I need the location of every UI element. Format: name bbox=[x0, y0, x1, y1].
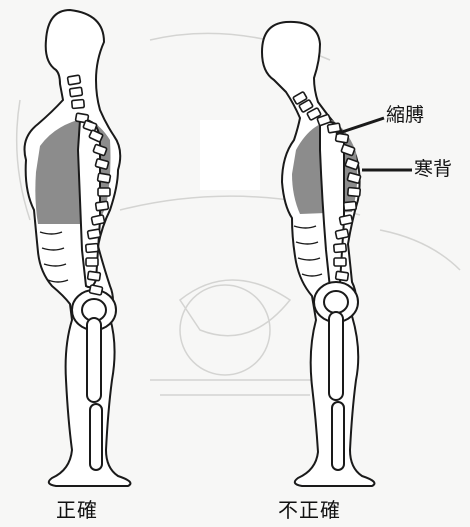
correct-vertebra bbox=[98, 188, 110, 196]
incorrect-leg-bones bbox=[329, 312, 344, 470]
caption-incorrect: 不正確 bbox=[278, 500, 341, 520]
correct-vertebra bbox=[86, 258, 98, 266]
correct-vertebra bbox=[88, 271, 101, 281]
correct-vertebra bbox=[67, 75, 80, 85]
incorrect-vertebra bbox=[339, 215, 352, 225]
incorrect-vertebra bbox=[335, 229, 348, 239]
incorrect-vertebra bbox=[348, 187, 361, 196]
correct-vertebra bbox=[87, 229, 100, 239]
incorrect-vertebra bbox=[334, 258, 346, 266]
correct-vertebra bbox=[70, 87, 83, 97]
incorrect-vertebra bbox=[344, 201, 357, 210]
incorrect-vertebra bbox=[336, 271, 349, 281]
correct-vertebra bbox=[96, 201, 109, 211]
incorrect-body-outline bbox=[262, 22, 374, 486]
incorrect-vertebra bbox=[334, 243, 347, 252]
correct-vertebra bbox=[86, 243, 99, 252]
callout-hunched-shoulders: 縮膊 bbox=[386, 106, 424, 125]
correct-leg-bones bbox=[87, 318, 102, 470]
correct-vertebra bbox=[97, 173, 110, 183]
figure-correct bbox=[25, 10, 131, 486]
callout-hunched-back: 寒背 bbox=[414, 160, 452, 179]
correct-vertebra bbox=[89, 285, 102, 295]
figure-incorrect bbox=[262, 22, 412, 486]
incorrect-vertebra bbox=[327, 123, 340, 133]
correct-vertebra bbox=[72, 99, 85, 108]
correct-vertebra bbox=[91, 215, 104, 225]
shoulder-callout-line bbox=[336, 118, 384, 134]
caption-correct: 正確 bbox=[56, 500, 98, 520]
